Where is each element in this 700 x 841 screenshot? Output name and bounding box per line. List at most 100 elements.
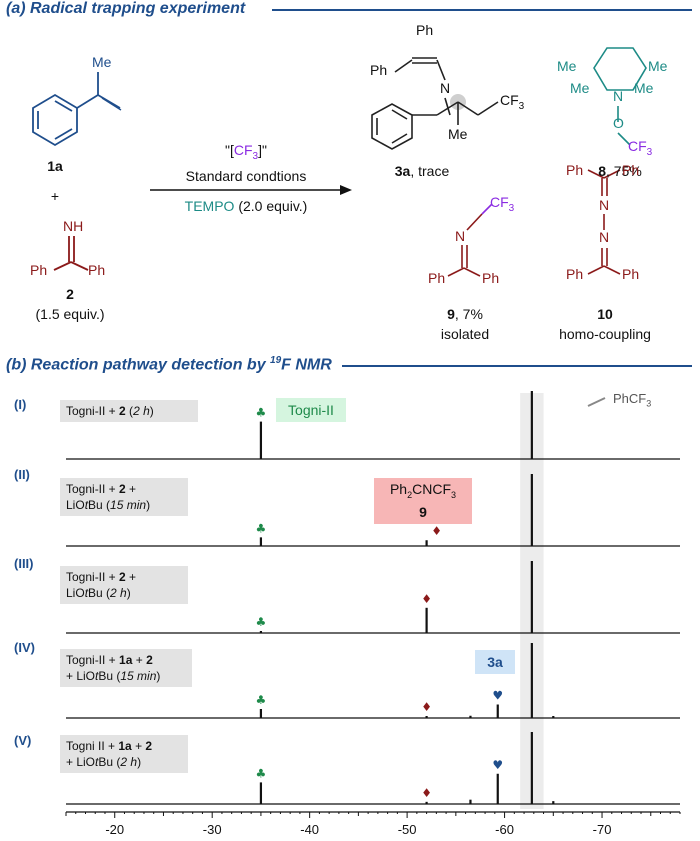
tag-ph2cncf3: Ph2CNCF3 9 bbox=[374, 478, 472, 524]
label-1a: 1a bbox=[47, 158, 63, 174]
spectrum-1-e: ) bbox=[149, 404, 154, 418]
label-8-o: O bbox=[613, 115, 624, 131]
label-9-n: N bbox=[455, 228, 466, 244]
spectrum-3-a: Togni-II + bbox=[66, 570, 120, 584]
label-9-num: 9 bbox=[447, 306, 455, 322]
spectrum-4-c: + bbox=[132, 653, 147, 667]
label-3a-me: Me bbox=[448, 126, 468, 142]
label-10: 10 bbox=[597, 306, 613, 322]
reagent-tempo-name: TEMPO bbox=[184, 198, 235, 214]
diamond-marker: ♦ bbox=[421, 786, 432, 800]
diamond-marker: ♦ bbox=[421, 592, 432, 606]
label-1a-me: Me bbox=[92, 54, 112, 70]
spectrum-2-l2a: LiO bbox=[66, 498, 85, 512]
label-3a-cf3-sub: 3 bbox=[518, 100, 525, 112]
section-a-title: (a) Radical trapping experiment bbox=[6, 0, 246, 17]
club-marker: ♣ bbox=[256, 615, 267, 629]
spectrum-5-l2b: t bbox=[95, 755, 99, 769]
label-8-me-br: Me bbox=[634, 80, 654, 96]
spectrum-conditions-5: Togni II + 1a + 2 + LiOtBu (2 h) bbox=[60, 735, 188, 773]
label-8-n: N bbox=[613, 88, 624, 104]
tag-ph2cncf3-num: 9 bbox=[419, 503, 427, 520]
spectrum-5-b: 1a bbox=[118, 739, 132, 753]
spectrum-2-a: Togni-II + bbox=[66, 482, 120, 496]
diamond-marker: ♦ bbox=[421, 700, 432, 714]
club-marker: ♣ bbox=[256, 693, 267, 707]
label-9-ph-left: Ph bbox=[428, 270, 446, 286]
spectrum-5-l2a: + LiO bbox=[66, 755, 96, 769]
spectrum-4-b: 1a bbox=[119, 653, 133, 667]
reference-phcf3-text: PhCF bbox=[613, 391, 647, 406]
spectrum-conditions-1: Togni-II + 2 (2 h) bbox=[60, 400, 198, 422]
spectrum-5-l2d: 2 h bbox=[120, 755, 138, 769]
label-3a-note: , trace bbox=[410, 163, 450, 179]
spectrum-5-l2e: ) bbox=[137, 755, 142, 769]
label-9: 9, 7% bbox=[447, 306, 483, 322]
spectrum-4-l2c: Bu ( bbox=[98, 669, 121, 683]
spectrum-2-l2e: ) bbox=[146, 498, 151, 512]
reagent-tempo-equiv: (2.0 equiv.) bbox=[238, 198, 308, 214]
label-2-ph-right: Ph bbox=[88, 262, 106, 278]
spectrum-2-l2c: Bu ( bbox=[88, 498, 111, 512]
spectrum-3-c: + bbox=[125, 570, 137, 584]
reference-arrow bbox=[587, 397, 606, 407]
label-2-equiv: (1.5 equiv.) bbox=[35, 306, 105, 322]
label-2: 2 bbox=[66, 286, 74, 302]
structure-8 bbox=[593, 47, 647, 146]
tag-ph2cncf3-a: Ph bbox=[389, 481, 408, 497]
reference-phcf3-label: PhCF3 bbox=[613, 391, 651, 409]
spectrum-trace-5: ♣ ♦ ♥ bbox=[66, 732, 680, 805]
label-10-ph-tl: Ph bbox=[566, 162, 584, 178]
spectrum-roman-1: (I) bbox=[14, 397, 27, 412]
label-8: 8, 75% bbox=[598, 163, 642, 179]
label-9-isolated: isolated bbox=[440, 326, 490, 342]
spectrum-roman-5: (V) bbox=[14, 733, 32, 748]
label-10-n2: N bbox=[599, 229, 610, 245]
tag-3a: 3a bbox=[475, 650, 515, 674]
heart-marker: ♥ bbox=[492, 689, 503, 703]
section-b-title: (b) Reaction pathway detection by 19F NM… bbox=[6, 355, 332, 374]
diamond-marker: ♦ bbox=[431, 524, 442, 538]
spectrum-4-l2e: ) bbox=[156, 669, 161, 683]
section-b-title-suffix: F NMR bbox=[281, 356, 332, 374]
spectrum-roman-2: (II) bbox=[14, 467, 30, 482]
section-b-title-prefix: (b) Reaction pathway detection by bbox=[6, 356, 271, 374]
label-2-nh: NH bbox=[63, 218, 84, 234]
reagent-tempo: TEMPO (2.0 equiv.) bbox=[185, 198, 308, 214]
reagent-cf3-close: ]" bbox=[258, 142, 267, 158]
spectrum-3-b: 2 bbox=[119, 570, 126, 584]
structure-2 bbox=[53, 236, 89, 271]
spectrum-1-a: Togni-II + bbox=[66, 404, 120, 418]
spectrum-2-b: 2 bbox=[119, 482, 126, 496]
club-marker: ♣ bbox=[256, 766, 267, 780]
spectrum-3-l2d: 2 h bbox=[110, 586, 127, 600]
nmr-spectra: ♣♣♦♣♦♣♦♥♣♦♥ bbox=[65, 391, 681, 818]
x-tick-label: -50 bbox=[397, 822, 417, 837]
spectrum-conditions-4: Togni-II + 1a + 2 + LiOtBu (15 min) bbox=[60, 649, 192, 687]
label-3a-cf3: CF3 bbox=[500, 92, 524, 112]
label-3a: 3a, trace bbox=[395, 163, 449, 179]
label-8-num: 8 bbox=[598, 163, 606, 179]
label-8-me-tr: Me bbox=[648, 58, 668, 74]
spectrum-5-c: + bbox=[131, 739, 146, 753]
reference-phcf3-sub: 3 bbox=[646, 398, 652, 409]
heart-marker: ♥ bbox=[492, 758, 503, 772]
tag-togni-ii: Togni-II bbox=[276, 398, 346, 422]
label-3a-ph2: Ph bbox=[370, 62, 388, 78]
spectrum-trace-1: ♣ bbox=[66, 391, 680, 460]
structure-10 bbox=[587, 169, 621, 275]
x-tick-label: -70 bbox=[592, 822, 612, 837]
tag-ph2cncf3-b: CNCF bbox=[412, 481, 451, 497]
spectrum-trace-2: ♣♦ bbox=[66, 474, 680, 547]
spectrum-conditions-3: Togni-II + 2 + LiOtBu (2 h) bbox=[60, 566, 188, 604]
spectrum-5-a: Togni II + bbox=[66, 739, 119, 753]
x-tick-label: -60 bbox=[495, 822, 514, 837]
x-tick-label: -40 bbox=[300, 822, 320, 837]
section-a-divider bbox=[272, 9, 692, 11]
label-2-ph-left: Ph bbox=[30, 262, 48, 278]
label-3a-n: N bbox=[440, 80, 451, 96]
section-b-title-sup: 19 bbox=[270, 355, 282, 366]
club-marker: ♣ bbox=[256, 406, 267, 420]
spectrum-3-l2b: t bbox=[84, 586, 89, 600]
structure-9 bbox=[447, 213, 483, 277]
